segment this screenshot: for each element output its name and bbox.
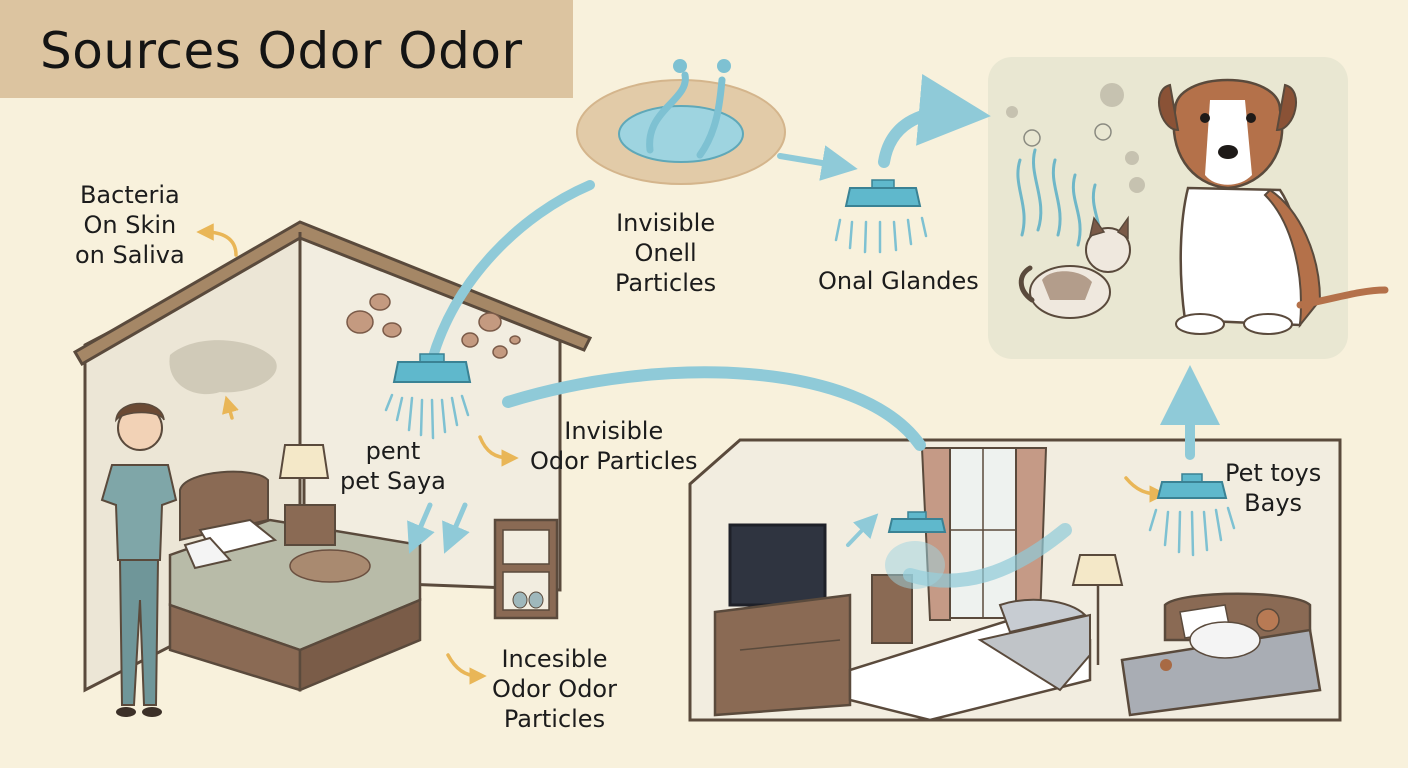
diffuser-icon [1148,473,1236,557]
house-bedroom-scene [72,220,593,717]
diffuser-icon [885,511,947,589]
living-room-scene [688,438,1342,722]
label-invisible-odor-particles: Invisible Odor Particles [530,417,698,475]
shelf [493,518,559,620]
arrow-to-glandes [777,145,858,181]
odor-blobs [346,293,521,359]
saliva-puddle [576,59,786,185]
bed-icon [168,518,422,692]
label-pent-pet-saya: pent pet Saya [340,437,446,495]
tv-icon [728,523,827,613]
person-icon [100,402,178,717]
label-onal-glandes: Onal Glandes [818,267,979,295]
page-title: Sources Odor Odor [40,22,523,80]
label-invisible-onell: Invisible Onell Particles [615,209,717,297]
pet-dog-icon [1158,78,1389,335]
label-incesible-odor: Incesible Odor Odor Particles [492,645,617,733]
label-bacteria: Bacteria On Skin on Saliva [75,181,185,269]
lamp-icon [278,444,330,505]
wall-stain [169,340,277,395]
label-pet-toys-bays: Pet toys Bays [1225,459,1322,517]
title-banner [0,0,573,98]
diffuser-icon [384,353,472,440]
pet-cat-icon [1018,215,1131,319]
arrow-house-to-room [502,366,926,451]
pet-panel [988,57,1389,359]
arrow-puddle-to-house [427,180,595,365]
small-arrows [196,223,1167,685]
diffuser-icon [834,179,928,254]
arrow-to-pets [878,74,991,168]
